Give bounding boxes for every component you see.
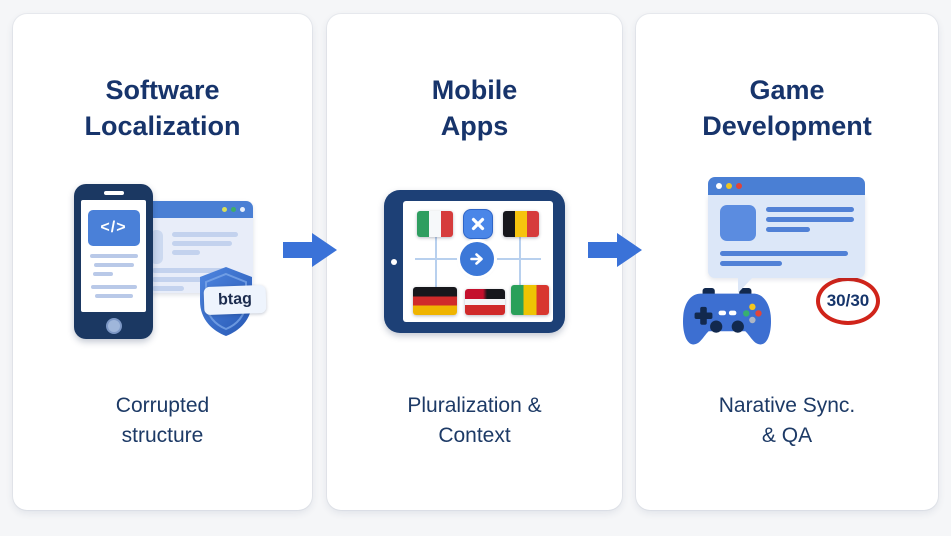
chat-window-header	[708, 177, 865, 195]
window-dot-icon	[240, 207, 245, 212]
speech-bubble-tail	[738, 277, 753, 293]
smartphone-icon: </>	[74, 184, 153, 339]
skeleton-line	[720, 251, 848, 256]
home-button-icon	[105, 318, 122, 334]
window-dot-icon	[231, 207, 236, 212]
caption-line-1: Narative Sync.	[718, 394, 856, 417]
skeleton-line	[93, 272, 113, 276]
card-title: Software Localization	[13, 72, 312, 144]
btag-label: btag	[203, 284, 267, 316]
code-icon: </>	[87, 210, 140, 246]
score-text: 30/30	[826, 291, 870, 310]
browser-body	[140, 218, 253, 293]
skeleton-line	[90, 285, 137, 289]
skeleton-line	[89, 254, 138, 258]
skeleton-line	[172, 232, 238, 237]
skeleton-line	[93, 263, 134, 267]
title-line-1: Software	[105, 75, 220, 105]
close-icon	[463, 209, 493, 239]
window-dot-icon	[716, 183, 722, 189]
title-line-2: Localization	[84, 111, 241, 141]
camera-dot-icon	[391, 258, 397, 265]
skeleton-line	[766, 207, 854, 212]
browser-window-icon	[140, 201, 253, 293]
title-line-2: Apps	[440, 111, 509, 141]
avatar	[720, 205, 756, 241]
arrow-right-icon	[283, 231, 339, 269]
content-block	[150, 230, 163, 264]
title-line-1: Game	[749, 75, 825, 105]
card-title: Game Development	[636, 72, 938, 144]
phone-speaker	[103, 191, 124, 195]
card-title: Mobile Apps	[327, 72, 622, 144]
title-line-2: Development	[702, 111, 872, 141]
skeleton-line	[152, 268, 226, 273]
skeleton-line	[766, 217, 854, 222]
flag-red-black-red-icon	[465, 289, 505, 315]
caption-line-2: Context	[438, 424, 511, 447]
card-caption: Pluralization & Context	[327, 391, 622, 451]
flag-italy-icon	[417, 211, 453, 237]
arrow-right-icon	[588, 231, 644, 269]
browser-header	[140, 201, 253, 218]
window-dot-icon	[736, 183, 742, 189]
window-dot-icon	[222, 207, 227, 212]
flag-germany-icon	[413, 287, 457, 315]
title-line-1: Mobile	[431, 75, 518, 105]
skeleton-line	[172, 241, 232, 246]
card-game-development: Game Development	[636, 14, 938, 510]
skeleton-line	[720, 261, 782, 266]
arrow-circle-icon	[460, 242, 494, 276]
caption-line-2: structure	[121, 424, 204, 447]
flag-mali-icon	[511, 285, 549, 315]
card-caption: Narative Sync. & QA	[636, 391, 938, 451]
skeleton-line	[152, 277, 220, 282]
phone-screen: </>	[81, 200, 146, 312]
flag-belgium-icon	[503, 211, 539, 237]
skeleton-line	[766, 227, 810, 232]
tablet-icon	[384, 190, 565, 333]
caption-line-1: Pluralization &	[407, 394, 542, 417]
skeleton-line	[94, 294, 133, 298]
skeleton-line	[172, 250, 200, 255]
connector-line	[519, 227, 521, 291]
tablet-screen	[403, 201, 553, 322]
card-mobile-apps: Mobile Apps	[327, 14, 622, 510]
skeleton-line	[152, 286, 184, 291]
chat-window-icon	[708, 177, 865, 293]
connector-line	[435, 227, 437, 291]
card-caption: Corrupted structure	[13, 391, 312, 451]
score-circle-icon: 30/30	[816, 277, 880, 325]
window-dot-icon	[726, 183, 732, 189]
gamepad-icon	[680, 286, 774, 354]
caption-line-2: & QA	[761, 424, 813, 447]
card-software-localization: Software Localization </>	[13, 14, 312, 510]
caption-line-1: Corrupted	[115, 394, 210, 417]
chat-window-body	[708, 195, 865, 278]
